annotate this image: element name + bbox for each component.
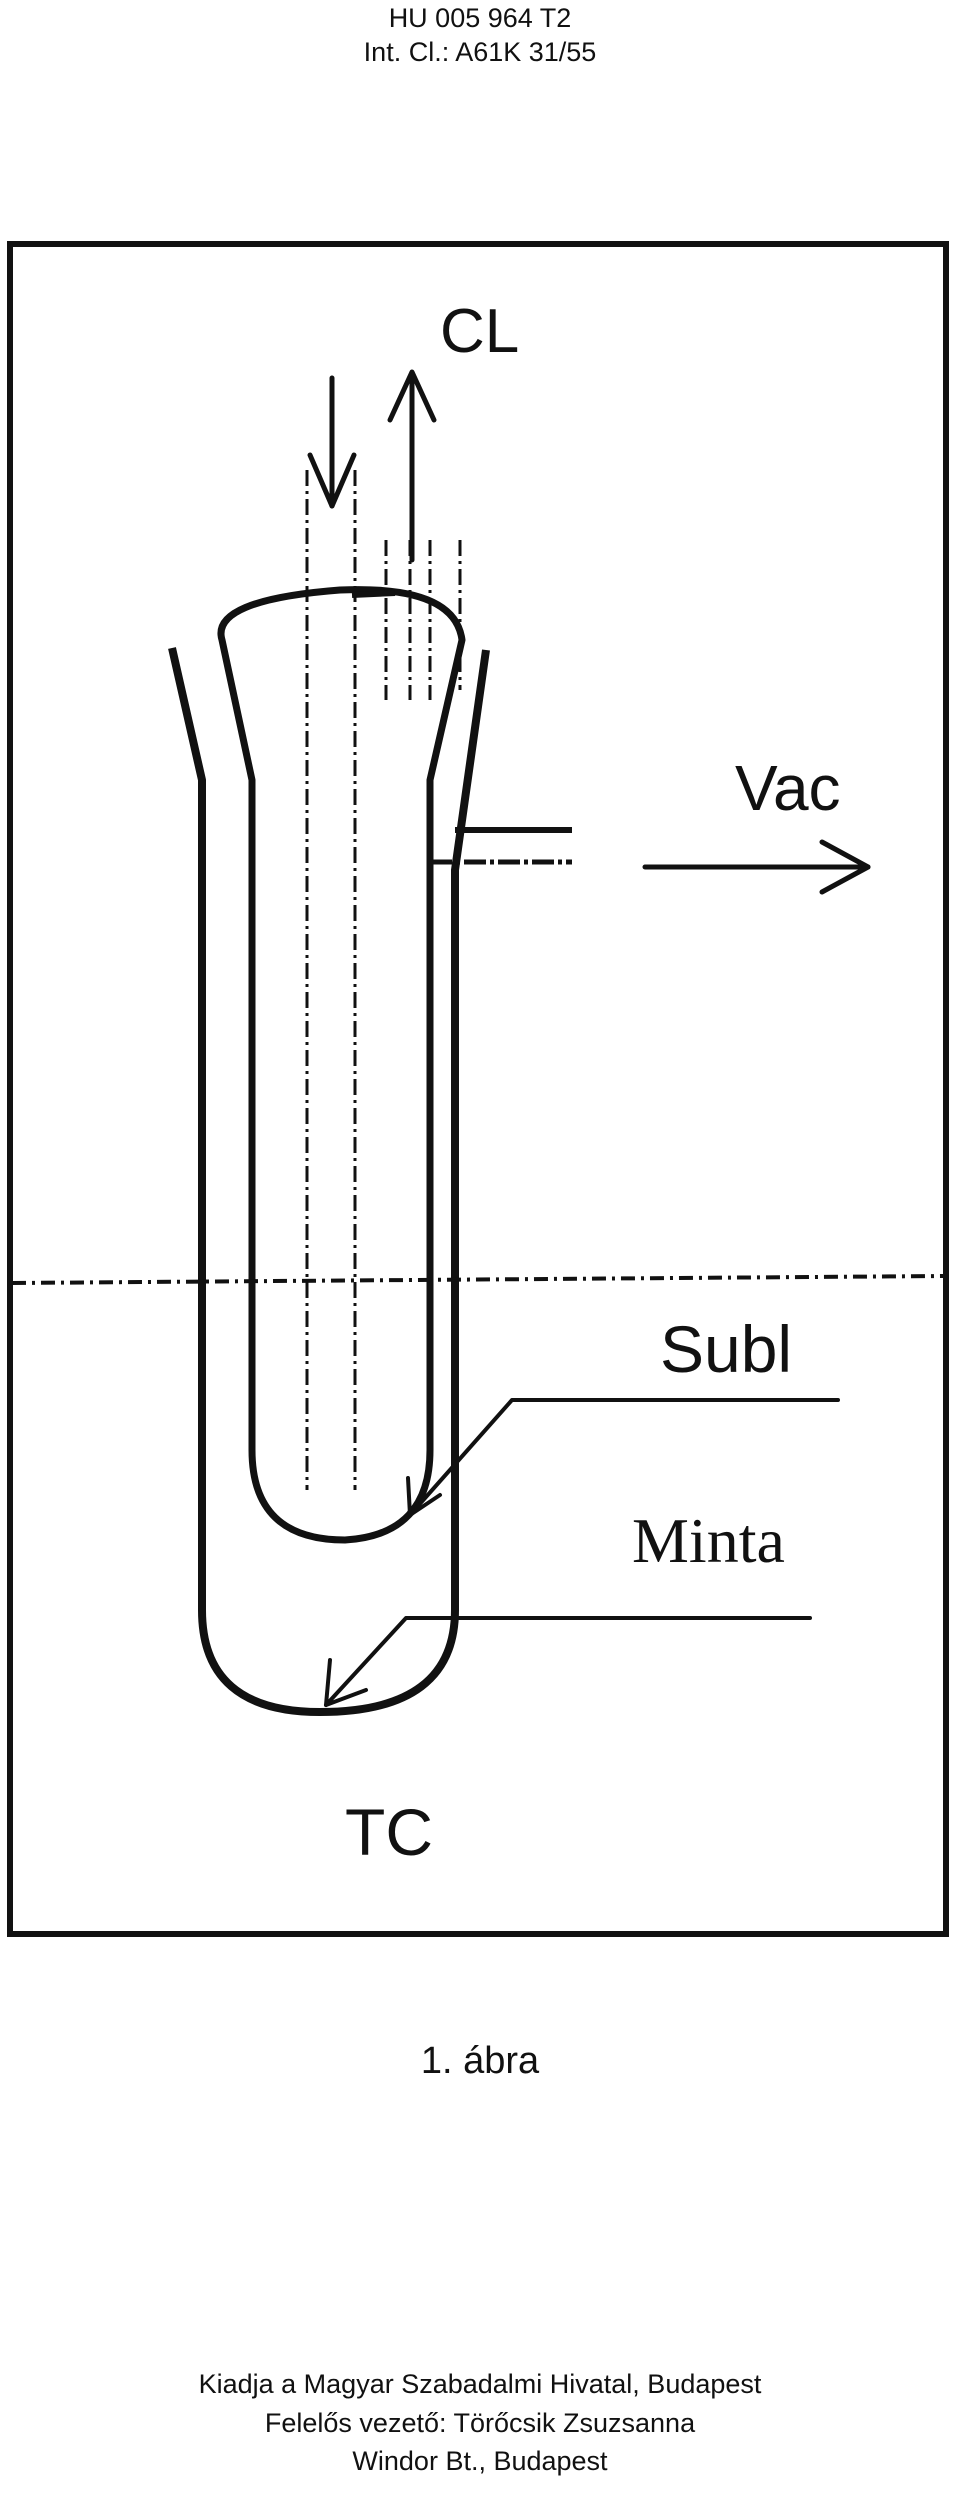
coolant-in-arrow (307, 375, 357, 509)
vacuum-arrow (642, 839, 871, 895)
outer-tube (168, 647, 490, 1716)
label-vac: Vac (735, 752, 841, 824)
label-minta: Minta (632, 1505, 785, 1576)
coolant-tubes (305, 470, 462, 1490)
classification-code: Int. Cl.: A61K 31/55 (363, 37, 597, 67)
publisher-line: Kiadja a Magyar Szabadalmi Hivatal, Buda… (198, 2369, 762, 2399)
coolant-connector (351, 590, 396, 598)
label-subl: Subl (660, 1312, 792, 1386)
figure-frame (7, 241, 949, 1937)
sublimation-level-line (11, 1274, 945, 1285)
minta-leader (324, 1616, 812, 1707)
cold-finger (217, 586, 466, 1544)
label-tc: TC (345, 1795, 433, 1869)
subl-leader (406, 1398, 840, 1517)
responsible-editor-line: Felelős vezető: Törőcsik Zsuzsanna (264, 2408, 696, 2438)
label-cl: CL (440, 297, 519, 366)
patent-number: HU 005 964 T2 (388, 3, 572, 33)
figure-caption: 1. ábra (420, 2040, 540, 2082)
coolant-out-arrow (387, 369, 437, 563)
printer-line: Windor Bt., Budapest (352, 2446, 608, 2476)
